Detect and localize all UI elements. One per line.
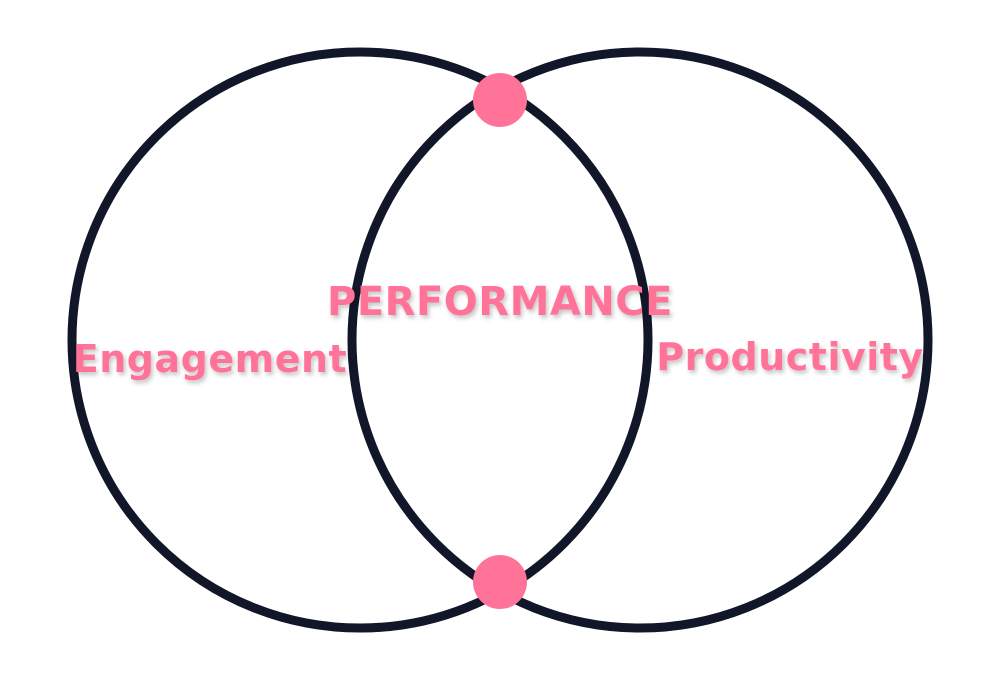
right-circle xyxy=(347,47,933,633)
top-intersection-dot xyxy=(473,73,527,127)
right-label: Productivity xyxy=(656,335,923,379)
center-label: PERFORMANCE xyxy=(327,279,673,325)
bottom-intersection-dot xyxy=(473,555,527,609)
left-circle xyxy=(67,47,653,633)
left-label: Engagement xyxy=(73,337,347,381)
